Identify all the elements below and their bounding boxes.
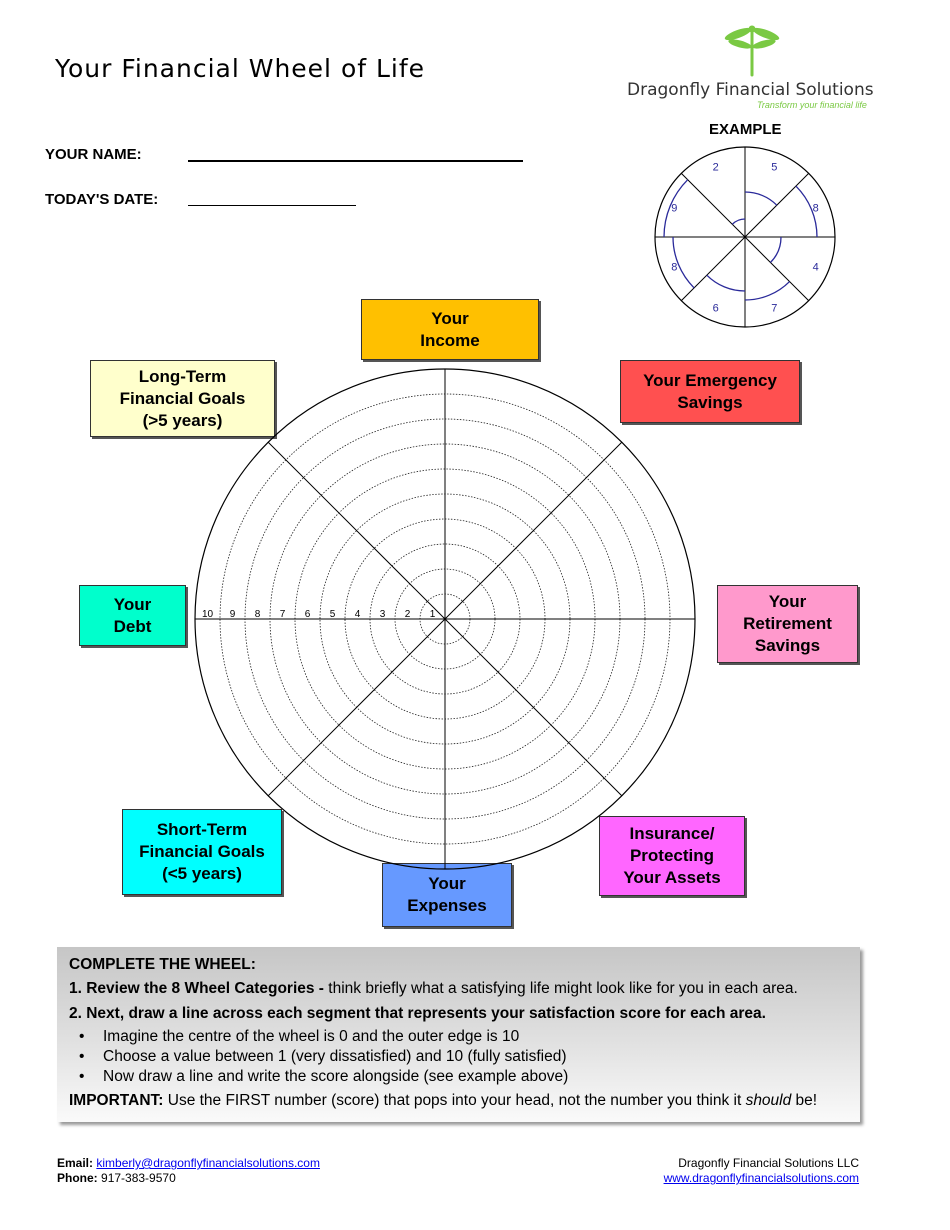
category-short-term-goals: Short-Term Financial Goals (<5 years) (122, 809, 282, 895)
category-retirement-savings: Your Retirement Savings (717, 585, 858, 663)
wheel-spoke (267, 441, 623, 797)
financial-wheel[interactable]: 10 9 8 7 6 5 4 3 2 1 (190, 364, 700, 874)
category-income-label: Your Income (420, 308, 480, 350)
category-insurance-label: Insurance/ Protecting Your Assets (623, 824, 721, 887)
example-score-arc (672, 236, 695, 289)
instructions-panel: COMPLETE THE WHEEL: 1. Review the 8 Whee… (57, 947, 860, 1122)
example-score-arc (731, 218, 746, 225)
dragonfly-logo-icon (724, 25, 780, 77)
example-score-label: 4 (813, 261, 819, 273)
category-debt: Your Debt (79, 585, 186, 646)
example-score-arc (744, 191, 778, 206)
scale-label: 10 (202, 609, 214, 620)
example-score-label: 8 (671, 261, 677, 273)
category-long-term-goals: Long-Term Financial Goals (>5 years) (90, 360, 275, 437)
scale-label: 2 (405, 609, 411, 620)
instruction-bullets: •Imagine the centre of the wheel is 0 an… (69, 1027, 848, 1087)
example-wheel: 5 8 4 7 6 8 9 2 (654, 146, 836, 328)
instruction-step-1: 1. Review the 8 Wheel Categories - think… (69, 980, 848, 998)
phone-label: Phone: (57, 1171, 98, 1185)
date-label: TODAY'S DATE: (45, 191, 159, 208)
category-debt-label: Your Debt (113, 594, 152, 636)
example-score-label: 2 (713, 161, 719, 173)
example-score-label: 9 (671, 203, 677, 215)
category-income: Your Income (361, 299, 539, 360)
scale-label: 3 (380, 609, 386, 620)
footer-contact: Email: kimberly@dragonflyfinancialsoluti… (57, 1156, 320, 1186)
date-field[interactable] (188, 205, 356, 206)
scale-label: 7 (280, 609, 286, 620)
instruction-step-1-bold: 1. Review the 8 Wheel Categories - (69, 980, 324, 997)
example-score-label: 8 (813, 203, 819, 215)
category-short-term-goals-label: Short-Term Financial Goals (<5 years) (139, 820, 265, 883)
example-score-label: 7 (771, 303, 777, 315)
page-title: Your Financial Wheel of Life (55, 54, 426, 83)
instructions-heading: COMPLETE THE WHEEL: (69, 956, 256, 973)
logo-company-name: Dragonfly Financial Solutions (627, 80, 874, 100)
example-score-label: 5 (771, 161, 777, 173)
example-score-arc (795, 185, 818, 238)
instruction-bullet: •Imagine the centre of the wheel is 0 an… (79, 1028, 520, 1045)
scale-label: 5 (330, 609, 336, 620)
example-score-arc (663, 179, 689, 238)
email-link[interactable]: kimberly@dragonflyfinancialsolutions.com (96, 1156, 320, 1170)
scale-label: 9 (230, 609, 236, 620)
email-label: Email: (57, 1156, 94, 1170)
category-retirement-savings-label: Your Retirement Savings (743, 592, 832, 655)
category-expenses-label: Your Expenses (407, 874, 487, 915)
footer-company: Dragonfly Financial Solutions LLC www.dr… (664, 1156, 859, 1186)
website-link[interactable]: www.dragonflyfinancialsolutions.com (663, 1171, 859, 1185)
category-emergency-savings-label: Your Emergency Savings (643, 370, 777, 412)
scale-label: 1 (430, 609, 436, 620)
important-note: IMPORTANT: Use the FIRST number (score) … (69, 1092, 818, 1109)
scale-label: 4 (355, 609, 361, 620)
category-emergency-savings: Your Emergency Savings (620, 360, 800, 423)
instruction-step-2: 2. Next, draw a line across each segment… (69, 1005, 766, 1022)
category-long-term-goals-label: Long-Term Financial Goals (>5 years) (119, 366, 246, 430)
example-score-label: 6 (713, 303, 719, 315)
instruction-step-1-text: think briefly what a satisfying life mig… (323, 980, 798, 997)
example-score-arc (744, 281, 791, 301)
example-score-arc (706, 274, 746, 292)
instruction-bullet: •Choose a value between 1 (very dissatis… (79, 1048, 567, 1065)
logo-tagline: Transform your financial life (757, 100, 867, 110)
company-name: Dragonfly Financial Solutions LLC (678, 1156, 859, 1170)
category-insurance: Insurance/ Protecting Your Assets (599, 816, 745, 896)
example-spoke (681, 173, 809, 301)
important-label: IMPORTANT: (69, 1092, 164, 1109)
category-expenses: Your Expenses (382, 863, 512, 927)
name-label: YOUR NAME: (45, 146, 142, 163)
example-label: EXAMPLE (709, 121, 782, 138)
example-score-arc (769, 236, 782, 263)
name-field[interactable] (188, 160, 523, 162)
instruction-bullet: •Now draw a line and write the score alo… (79, 1068, 569, 1085)
scale-label: 6 (305, 609, 311, 620)
phone-number: 917-383-9570 (101, 1171, 176, 1185)
scale-label: 8 (255, 609, 261, 620)
